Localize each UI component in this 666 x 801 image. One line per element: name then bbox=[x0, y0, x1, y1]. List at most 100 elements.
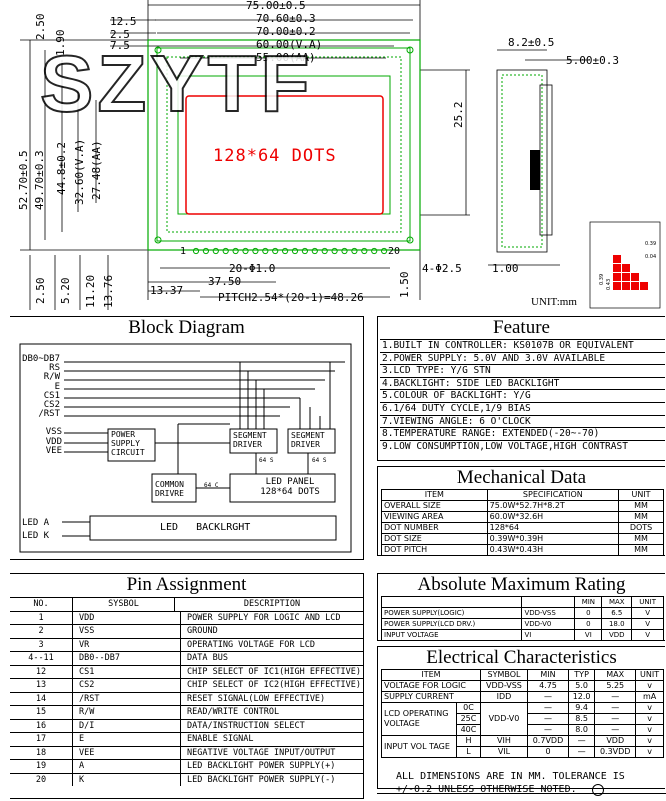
bd-sig-cs2: CS2 bbox=[43, 400, 60, 411]
pin-desc: LED BACKLIGHT POWER SUPPLY(-) bbox=[187, 774, 336, 785]
pin-symbol: D/I bbox=[73, 719, 181, 732]
pin-1-label: 1 bbox=[180, 246, 187, 257]
table-cell: 0 bbox=[574, 618, 603, 630]
table-header-row: ITEM SPECIFICATION UNIT bbox=[381, 489, 664, 501]
dim-pitch: PITCH2.54*(20-1)=48.26 bbox=[218, 291, 364, 304]
table-cell: MM bbox=[618, 544, 664, 556]
dim-13-37: 13.37 bbox=[150, 284, 184, 297]
dim-thickness: 8.2±0.5 bbox=[508, 36, 555, 49]
table-cell: V bbox=[631, 607, 664, 619]
feature-item: 1.BUILT IN CONTROLLER: KS0107B OR EQUIVA… bbox=[380, 340, 665, 353]
table-cell: VDD-V0 bbox=[479, 702, 529, 736]
pin-desc: GROUND bbox=[187, 626, 218, 636]
table-cell: 0 bbox=[527, 746, 569, 758]
pin-symbol: VDD bbox=[73, 611, 181, 624]
table-cell: MM bbox=[618, 511, 664, 523]
dot-dim-4: 0.43 bbox=[606, 278, 612, 290]
bd-sig-rw: R/W bbox=[43, 372, 60, 383]
table-cell: — bbox=[594, 713, 637, 725]
dot-dim-1: 0.39 bbox=[645, 241, 657, 247]
dim-25-2: 25.2 bbox=[452, 101, 465, 129]
table-cell: POWER SUPPLY(LCD DRV.) bbox=[380, 618, 523, 630]
dim-va-width: 60.00(V.A) bbox=[256, 38, 323, 51]
table-header bbox=[380, 596, 523, 608]
bd-sig-rs: RS bbox=[49, 363, 60, 374]
unit-label: UNIT:mm bbox=[531, 296, 577, 308]
table-header: SYMBOL bbox=[479, 669, 529, 681]
connector-pin bbox=[321, 247, 328, 255]
block-diagram-svg bbox=[19, 343, 352, 553]
table-header-row: ITEM SYMBOL MIN TYP MAX UNIT bbox=[381, 669, 664, 681]
pin-desc: ENABLE SIGNAL bbox=[187, 734, 254, 744]
connector-pin bbox=[381, 247, 388, 255]
table-cell: SUPPLY CURRENT bbox=[381, 691, 481, 703]
feature-item: 9.LOW CONSUMPTION,LOW VOLTAGE,HIGH CONTR… bbox=[382, 440, 628, 452]
pin-no: 14 bbox=[10, 692, 73, 705]
pin-symbol: VR bbox=[73, 638, 181, 651]
pin-symbol: A bbox=[73, 760, 181, 773]
bd-backlight: LED BACKLRGHT bbox=[160, 522, 251, 533]
dim-aa-width: 55.00(AA) bbox=[256, 51, 316, 64]
connector-pin bbox=[252, 247, 259, 255]
dim-b-11-20: 11.20 bbox=[84, 274, 97, 308]
pin-symbol: VSS bbox=[73, 625, 181, 638]
dim-b-13-76: 13.76 bbox=[102, 274, 115, 308]
table-header: ITEM bbox=[381, 669, 481, 681]
dim-1-00: 1.00 bbox=[492, 262, 519, 275]
table-header: SPECIFICATION bbox=[486, 489, 620, 501]
pin-desc: READ/WRITE CONTROL bbox=[187, 707, 280, 717]
dot-cell bbox=[640, 282, 648, 290]
block-diagram-panel: Block Diagram bbox=[10, 316, 364, 560]
connector-pin bbox=[242, 247, 249, 255]
table-cell: v bbox=[635, 713, 664, 725]
pin-no: 18 bbox=[10, 746, 73, 759]
table-cell: 12.0 bbox=[567, 691, 596, 703]
mechanical-drawing bbox=[20, 0, 661, 310]
table-cell: 0.43W*0.43H bbox=[486, 544, 620, 556]
table-cell: 5.0 bbox=[567, 680, 596, 692]
table-cell: VIL bbox=[479, 746, 529, 758]
pin-desc: NEGATIVE VOLTAGE INPUT/OUTPUT bbox=[187, 747, 336, 758]
bd-sig-e: E bbox=[54, 381, 60, 392]
table-header: MIN bbox=[527, 669, 569, 681]
pin-desc: CHIP SELECT OF IC2(HIGH EFFECTIVE) bbox=[187, 680, 361, 690]
table-header: UNIT bbox=[631, 596, 664, 608]
pin-symbol: VEE bbox=[73, 746, 181, 759]
bd-seg2-bus: 64 S bbox=[312, 457, 327, 464]
electrical-title: Electrical Characteristics bbox=[426, 647, 617, 668]
table-cell: mA bbox=[635, 691, 664, 703]
dim-7-5: 7.5 bbox=[110, 39, 130, 52]
table-cell: 4.75 bbox=[527, 680, 569, 692]
bd-sig-rst: /RST bbox=[38, 409, 60, 420]
table-cell: 0.7VDD bbox=[527, 735, 569, 747]
feature-item: 7.VIEWING ANGLE: 6 O'CLOCK bbox=[380, 416, 665, 429]
table-row: L VIL 0 — 0.3VDD v bbox=[382, 746, 664, 758]
pin-desc: DATA BUS bbox=[187, 653, 228, 663]
screen-label: 128*64 DOTS bbox=[213, 146, 337, 166]
table-cell: 9.4 bbox=[567, 702, 596, 714]
bd-seg1-bus: 64 S bbox=[259, 457, 274, 464]
table-cell: v bbox=[635, 735, 664, 747]
table-cell: VOLTAGE FOR LOGIC bbox=[381, 680, 481, 692]
table-row: VOLTAGE FOR LOGIC VDD-VSS 4.75 5.0 5.25 … bbox=[381, 680, 664, 692]
connector-pin bbox=[202, 247, 209, 255]
bd-sig-cs1: CS1 bbox=[43, 390, 60, 401]
table-header: DESCRIPTION bbox=[243, 599, 301, 609]
dim-2-5: 2.5 bbox=[110, 28, 130, 41]
bd-segment-driver-2: SEGMENT DRIVER bbox=[291, 431, 325, 449]
dim-b-5-20: 5.20 bbox=[59, 277, 72, 305]
table-cell: 75.0W*52.7H*8.2T bbox=[486, 500, 620, 512]
table-cell: 40C bbox=[456, 724, 481, 736]
pin-symbol: CS1 bbox=[73, 665, 181, 678]
dim-overall-height: 52.70±0.5 bbox=[17, 150, 30, 210]
bd-segment-driver-1: SEGMENT DRIVER bbox=[233, 431, 267, 449]
pin-no: 15 bbox=[10, 706, 73, 719]
pin-symbol: R/W bbox=[73, 706, 181, 719]
table-row: INPUT VOL TAGE H VIH 0.7VDD — VDD v bbox=[381, 735, 664, 758]
feature-item: 3.LCD TYPE: Y/G STN bbox=[380, 365, 665, 378]
bd-power-supply: POWER SUPPLY CIRCUIT bbox=[111, 430, 145, 457]
